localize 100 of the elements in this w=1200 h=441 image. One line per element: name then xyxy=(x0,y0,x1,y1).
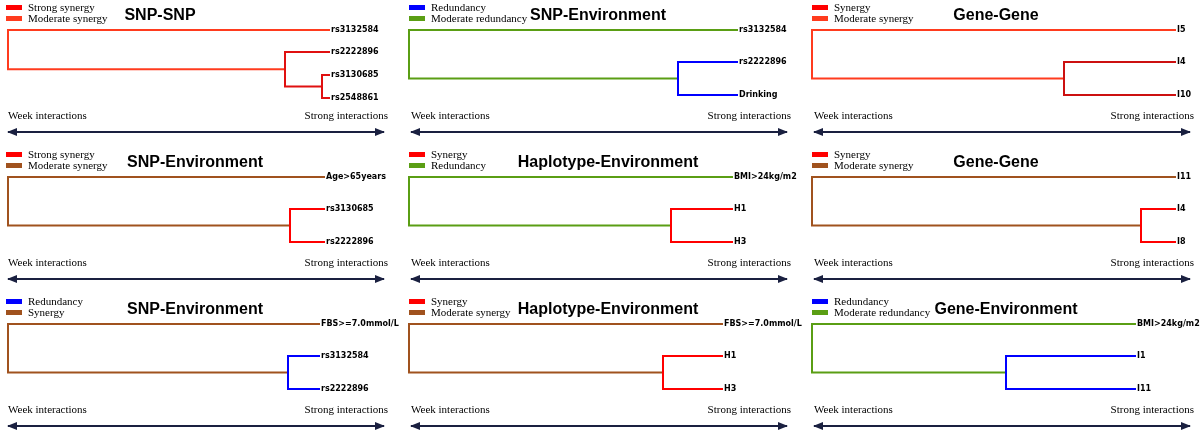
axis-label: Strong interactions xyxy=(707,403,791,415)
axis-label: Strong interactions xyxy=(707,109,791,121)
legend-label: Redundancy xyxy=(431,159,486,172)
dendrogram-branch xyxy=(1006,388,1137,390)
dendrogram-branch xyxy=(1141,241,1177,243)
dendrogram-branch xyxy=(663,355,724,357)
legend-label: Moderate redundancy xyxy=(431,12,528,25)
axis-label: Strong interactions xyxy=(304,109,388,121)
axis-label: Strong interactions xyxy=(304,256,388,268)
legend-label: Moderate synergy xyxy=(834,12,914,25)
leaf-label: Drinking xyxy=(739,90,778,100)
axis-label: Strong interactions xyxy=(304,403,388,415)
dendrogram-branch xyxy=(8,224,290,227)
axis-label: Strong interactions xyxy=(707,256,791,268)
legend-label: Moderate synergy xyxy=(834,159,914,172)
legend-label: Synergy xyxy=(834,148,871,161)
dendrogram-branch xyxy=(409,371,663,374)
panel-title: SNP-SNP xyxy=(124,6,196,24)
dendrogram-branch xyxy=(8,29,331,31)
leaf-label: I11 xyxy=(1137,384,1152,394)
dendrogram-branch xyxy=(290,208,326,210)
leaf-label: I8 xyxy=(1177,237,1186,247)
dendrogram-branch xyxy=(671,208,734,210)
legend-label: Redundancy xyxy=(28,295,83,308)
leaf-label: I5 xyxy=(1177,25,1186,35)
dendrogram-branch xyxy=(663,388,724,390)
leaf-label: FBS>=7.0mmol/L xyxy=(724,319,802,329)
panel-title: Haplotype-Environment xyxy=(517,300,699,318)
axis-label: Strong interactions xyxy=(1110,256,1194,268)
leaf-label: rs3132584 xyxy=(739,25,787,35)
dendrogram-branch xyxy=(8,371,288,374)
legend-label: Strong synergy xyxy=(28,1,95,14)
legend-label: Synergy xyxy=(431,148,468,161)
panel-title: Gene-Gene xyxy=(953,6,1039,24)
dendrogram-branch xyxy=(812,323,1137,325)
legend-label: Redundancy xyxy=(834,295,889,308)
dendrogram-branch xyxy=(812,371,1006,374)
leaf-label: I4 xyxy=(1177,204,1186,214)
dendrogram-branch xyxy=(288,388,321,390)
axis-label: Strong interactions xyxy=(1110,109,1194,121)
leaf-label: rs2222896 xyxy=(321,384,369,394)
legend-label: Synergy xyxy=(834,1,871,14)
dendrogram-branch xyxy=(671,241,734,243)
dendrogram-branch xyxy=(1064,94,1177,96)
dendrogram-branch xyxy=(8,176,326,178)
axis-label: Strong interactions xyxy=(1110,403,1194,415)
panel-title: Gene-Gene xyxy=(953,153,1039,171)
dendrogram-branch xyxy=(678,94,739,96)
dendrogram-branch xyxy=(409,224,671,227)
legend-label: Strong synergy xyxy=(28,148,95,161)
leaf-label: BMI>24kg/m2 xyxy=(1137,319,1200,329)
legend-label: Moderate synergy xyxy=(28,12,108,25)
dendrogram-branch xyxy=(322,97,331,99)
dendrogram-branch xyxy=(1141,208,1177,210)
panel-title: SNP-Environment xyxy=(127,300,263,318)
leaf-label: rs2222896 xyxy=(326,237,374,247)
axis-label: Week interactions xyxy=(8,403,87,415)
axis-label: Week interactions xyxy=(814,109,893,121)
leaf-label: FBS>=7.0mmol/L xyxy=(321,319,399,329)
axis-label: Week interactions xyxy=(411,109,490,121)
dendrogram-branch xyxy=(812,29,1177,31)
dendrogram-branch xyxy=(409,77,678,80)
dendrogram-branch xyxy=(409,29,739,31)
legend-label: Moderate synergy xyxy=(28,159,108,172)
leaf-label: rs3130685 xyxy=(331,70,379,80)
leaf-label: I4 xyxy=(1177,57,1186,67)
dendrogram-branch xyxy=(290,241,326,243)
leaf-label: rs2548861 xyxy=(331,93,379,103)
leaf-label: H1 xyxy=(734,204,747,214)
leaf-label: rs2222896 xyxy=(739,57,787,67)
dendrogram-branch xyxy=(678,61,739,63)
leaf-label: H1 xyxy=(724,351,737,361)
panel-title: SNP-Environment xyxy=(127,153,263,171)
leaf-label: rs2222896 xyxy=(331,47,379,57)
legend-label: Synergy xyxy=(28,306,65,319)
leaf-label: H3 xyxy=(734,237,747,247)
leaf-label: rs3132584 xyxy=(331,25,379,35)
leaf-label: I11 xyxy=(1177,172,1192,182)
dendrogram-branch xyxy=(288,355,321,357)
dendrogram-branch xyxy=(409,323,724,325)
axis-label: Week interactions xyxy=(814,256,893,268)
dendrogram-branch xyxy=(1006,355,1137,357)
dendrogram-branch xyxy=(322,74,331,76)
dendrogram-branch xyxy=(812,224,1141,227)
panel-title: Haplotype-Environment xyxy=(517,153,699,171)
dendrogram-branch xyxy=(812,77,1064,80)
panel-title: Gene-Environment xyxy=(934,300,1078,318)
legend-label: Moderate synergy xyxy=(431,306,511,319)
leaf-label: H3 xyxy=(724,384,737,394)
leaf-label: I10 xyxy=(1177,90,1192,100)
dendrogram-branch xyxy=(409,176,734,178)
dendrogram-branch xyxy=(1064,61,1177,63)
dendrogram-branch xyxy=(8,323,321,325)
axis-label: Week interactions xyxy=(8,256,87,268)
leaf-label: I1 xyxy=(1137,351,1146,361)
leaf-label: BMI>24kg/m2 xyxy=(734,172,797,182)
leaf-label: rs3132584 xyxy=(321,351,369,361)
legend-label: Synergy xyxy=(431,295,468,308)
dendrogram-branch xyxy=(812,176,1177,178)
axis-label: Week interactions xyxy=(8,109,87,121)
